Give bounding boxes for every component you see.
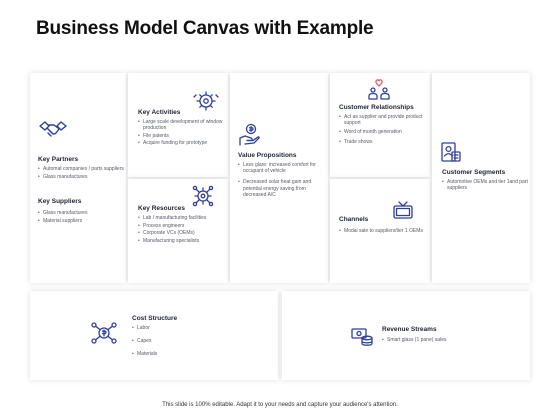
channels-list: Modal sale to suppliers/tier 1 OEMs — [339, 228, 427, 236]
list-item: Materials — [132, 351, 252, 357]
network-gear-icon — [191, 184, 215, 208]
revenue-streams-card — [282, 291, 530, 380]
list-item: Manufacturing specialists — [138, 238, 226, 244]
list-item: Glass manufactures — [38, 174, 124, 180]
customer-segments-card — [432, 73, 530, 283]
cost-structure-card — [30, 291, 278, 380]
list-item: Lab / manufacturing facilities — [138, 215, 226, 221]
customer-segments-list: Automotive OEMs and tier 1and part suppl… — [442, 179, 528, 193]
list-item: Process engineers — [138, 223, 226, 229]
list-item: File patents — [138, 133, 226, 139]
key-resources-list: Lab / manufacturing facilities Process e… — [138, 215, 226, 245]
customer-card-icon — [440, 140, 462, 164]
customer-relationships-heading: Customer Relationships — [339, 104, 414, 111]
list-item: Glass manufactures — [38, 210, 124, 216]
list-item: Automotive OEMs and tier 1and part suppl… — [442, 179, 528, 191]
page-title: Business Model Canvas with Example — [36, 18, 374, 39]
list-item: Large scale development of window produc… — [138, 119, 226, 131]
key-suppliers-heading: Key Suppliers — [38, 198, 82, 205]
customer-relationships-list: Act as supplier and provide product supp… — [339, 114, 427, 146]
list-item: Corporate VCs (OEMs) — [138, 230, 226, 236]
tv-icon — [392, 200, 414, 220]
cost-structure-heading: Cost Structure — [132, 315, 178, 322]
key-suppliers-list: Glass manufactures Material suppliers — [38, 210, 124, 225]
list-item: Modal sale to suppliers/tier 1 OEMs — [339, 228, 427, 234]
key-activities-list: Large scale development of window produc… — [138, 119, 226, 148]
channels-heading: Channels — [339, 216, 369, 223]
key-resources-heading: Key Resources — [138, 205, 185, 212]
list-item: Labor — [132, 325, 252, 331]
value-propositions-card — [230, 73, 328, 283]
list-item: Trade shows — [339, 139, 427, 145]
customer-segments-heading: Customer Segments — [442, 169, 506, 176]
list-item: Automat companies / parts suppliers — [38, 166, 124, 172]
value-propositions-list: Less glare: increased comfort for occupa… — [238, 162, 326, 199]
hand-coin-icon — [238, 123, 260, 147]
list-item: Smart glass (1 pane) sales — [382, 337, 512, 343]
money-coins-icon — [350, 326, 374, 346]
people-heart-icon — [367, 78, 391, 100]
value-propositions-heading: Value Propositions — [238, 152, 297, 159]
revenue-streams-list: Smart glass (1 pane) sales — [382, 337, 512, 345]
handshake-icon — [38, 118, 68, 142]
cost-network-icon — [90, 320, 118, 346]
list-item: Decreased solar heat gain and potential … — [238, 179, 326, 198]
key-partners-heading: Key Partners — [38, 156, 79, 163]
cost-structure-list: Labor Capex Materials — [132, 325, 252, 359]
list-item: Act as supplier and provide product supp… — [339, 114, 427, 126]
gear-activity-icon — [193, 90, 219, 112]
key-partners-list: Automat companies / parts suppliers Glas… — [38, 166, 124, 181]
key-activities-heading: Key Activities — [138, 109, 181, 116]
list-item: Word of month generation — [339, 129, 427, 135]
list-item: Capex — [132, 338, 252, 344]
footer-note: This slide is 100% editable. Adapt it to… — [162, 402, 398, 408]
list-item: Material suppliers — [38, 218, 124, 224]
list-item: Acquire funding for prototype — [138, 140, 226, 146]
revenue-streams-heading: Revenue Streams — [382, 326, 437, 333]
list-item: Less glare: increased comfort for occupa… — [238, 162, 326, 174]
